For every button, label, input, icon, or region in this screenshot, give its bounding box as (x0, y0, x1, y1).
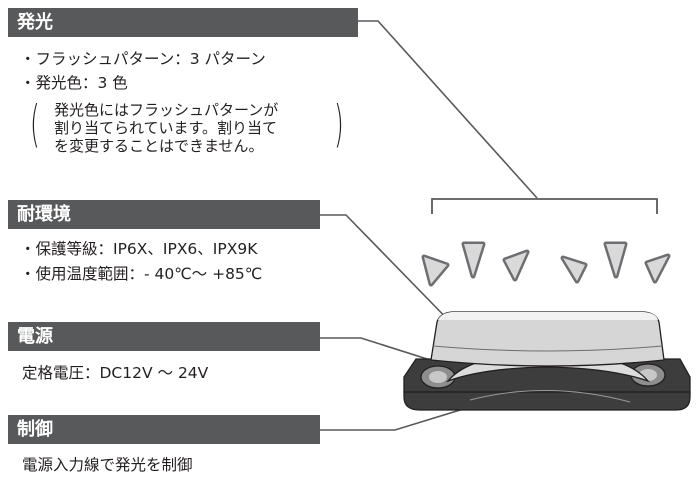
section-header-emission: 発光 (8, 8, 358, 37)
emission-note: ( 発光色にはフラッシュパターンが 割り当てられています。割り当て を変更するこ… (30, 95, 360, 158)
section-header-environment: 耐環境 (8, 200, 320, 229)
environment-bullet-temperature: ・使用温度範囲：- 40℃～ +85℃ (20, 265, 263, 283)
triangle-icon (603, 241, 628, 279)
emission-note-line-2: 割り当てられています。割り当て (54, 119, 278, 137)
emission-bullet-flash-pattern: ・フラッシュパターン：3 パターン (20, 50, 266, 68)
emission-note-line-3: を変更することはできません。 (54, 137, 264, 155)
power-rated-voltage: 定格電圧：DC12V ～ 24V (22, 364, 209, 382)
control-description: 電源入力線で発光を制御 (22, 456, 193, 474)
note-open-paren: ( (30, 95, 40, 153)
triangle-icon (421, 254, 450, 287)
triangle-icon (502, 249, 530, 282)
emission-bullet-color: ・発光色：3 色 (20, 74, 128, 92)
leader-line-emission (358, 20, 538, 199)
beacon-dome (430, 311, 665, 367)
triangle-icon (461, 241, 486, 279)
beacon-device (403, 311, 691, 411)
light-triangles (421, 241, 671, 287)
triangle-icon (560, 255, 588, 284)
section-header-power: 電源 (8, 322, 320, 351)
leader-line-environment (320, 214, 461, 333)
section-header-control: 制御 (8, 415, 320, 444)
emission-note-line-1: 発光色にはフラッシュパターンが (54, 101, 279, 119)
beam-bracket (431, 198, 658, 214)
note-close-paren: ) (334, 95, 344, 153)
triangle-icon (644, 253, 671, 284)
environment-bullet-protection: ・保護等級：IP6X、IPX6、IPX9K (20, 240, 258, 258)
